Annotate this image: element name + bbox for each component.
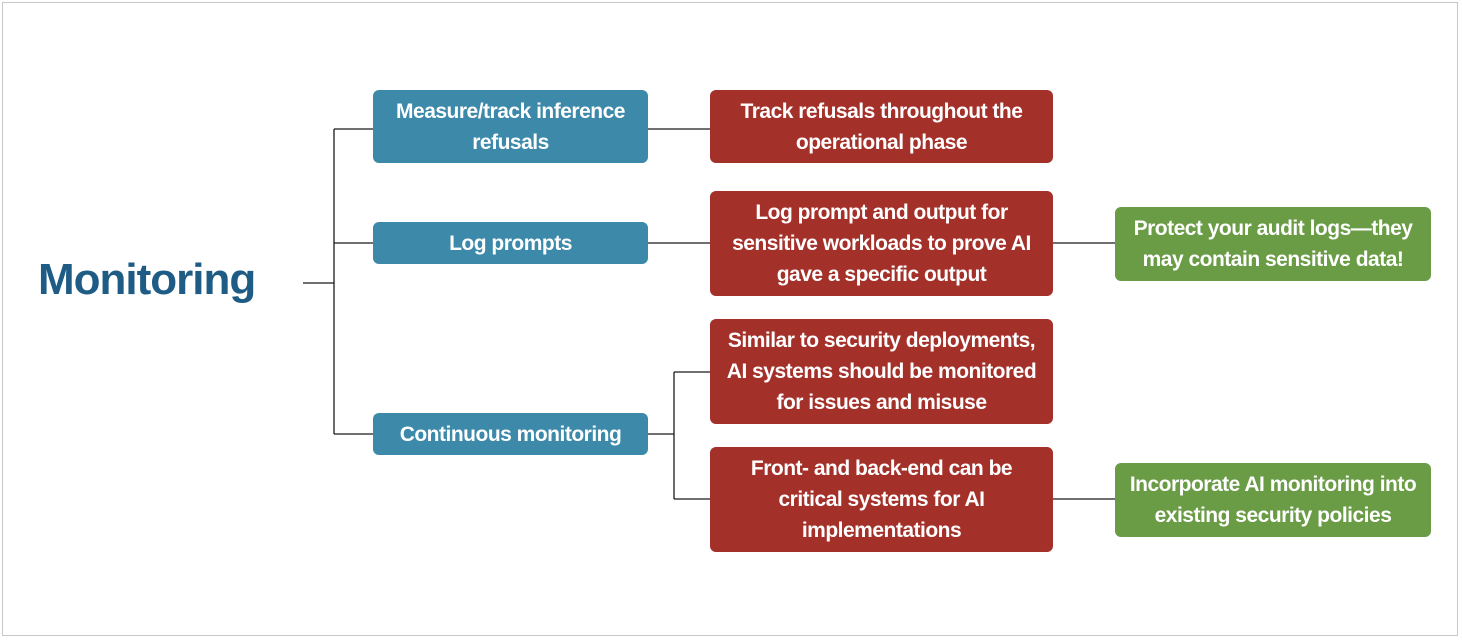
detail-node-front-back-end: Front- and back-end can be critical syst… xyxy=(710,447,1053,552)
note-node-text: Incorporate AI monitoring into existing … xyxy=(1129,473,1417,527)
detail-node-text: Front- and back-end can be critical syst… xyxy=(750,457,1013,542)
branch-node-measure-refusals: Measure/track inference refusals xyxy=(373,90,648,163)
detail-node-text: Similar to security deployments, AI syst… xyxy=(726,329,1037,414)
branch-node-continuous-monitoring: Continuous monitoring xyxy=(373,413,648,455)
note-node-incorporate-monitoring: Incorporate AI monitoring into existing … xyxy=(1115,463,1431,537)
detail-node-security-deployments: Similar to security deployments, AI syst… xyxy=(710,319,1053,424)
detail-node-text: Track refusals throughout the operationa… xyxy=(740,99,1023,154)
branch-node-log-prompts: Log prompts xyxy=(373,222,648,264)
note-node-text: Protect your audit logs—they may contain… xyxy=(1133,217,1413,271)
root-title: Monitoring xyxy=(38,255,256,304)
branch-node-label: Measure/track inference refusals xyxy=(396,99,625,154)
detail-node-log-prompt-output: Log prompt and output for sensitive work… xyxy=(710,191,1053,296)
detail-node-track-refusals: Track refusals throughout the operationa… xyxy=(710,90,1053,163)
detail-node-text: Log prompt and output for sensitive work… xyxy=(732,201,1031,286)
branch-node-label: Continuous monitoring xyxy=(399,422,622,446)
note-node-protect-audit-logs: Protect your audit logs—they may contain… xyxy=(1115,207,1431,281)
branch-node-label: Log prompts xyxy=(449,231,572,255)
